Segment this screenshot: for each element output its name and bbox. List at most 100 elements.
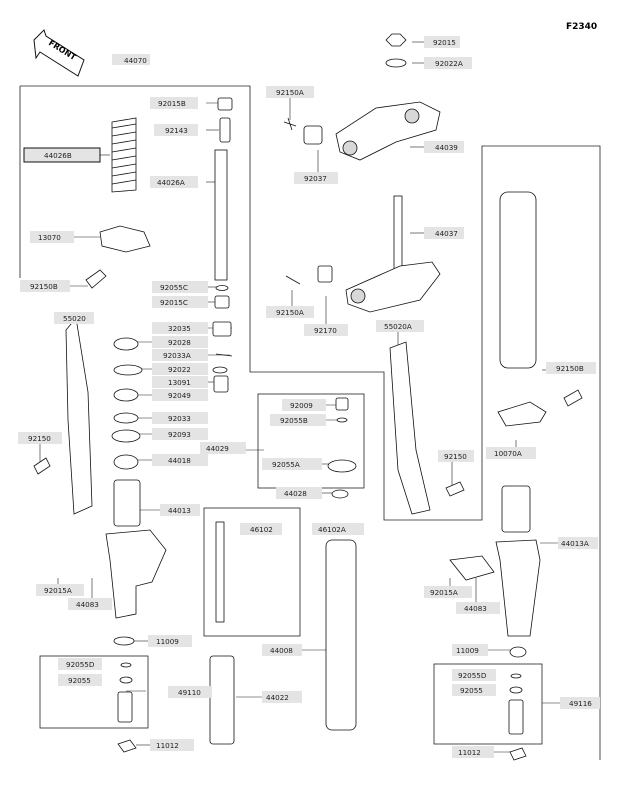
svg-text:49110: 49110: [178, 688, 201, 697]
svg-text:55020: 55020: [63, 314, 86, 323]
label-92022A: 92022A: [424, 57, 472, 69]
label-92055-right: 92055: [452, 684, 496, 696]
label-92055C: 92055C: [152, 281, 208, 293]
svg-text:92150: 92150: [444, 452, 467, 461]
label-44026B: 44026B: [23, 147, 101, 163]
svg-text:11009: 11009: [456, 646, 479, 655]
label-92015B: 92015B: [150, 97, 198, 109]
svg-text:44026B: 44026B: [44, 151, 72, 160]
label-44013A: 44013A: [558, 537, 598, 549]
label-92170: 92170: [304, 324, 348, 336]
svg-text:44029: 44029: [206, 444, 229, 453]
label-92150B-left: 92150B: [20, 280, 70, 292]
label-92055B: 92055B: [270, 414, 326, 426]
label-44083-left: 44083: [68, 598, 112, 610]
svg-text:92055D: 92055D: [66, 660, 95, 669]
svg-text:92015C: 92015C: [160, 298, 188, 307]
svg-text:92055D: 92055D: [458, 671, 487, 680]
svg-text:92055A: 92055A: [272, 460, 300, 469]
svg-text:13091: 13091: [168, 378, 191, 387]
label-44013: 44013: [160, 504, 200, 516]
svg-text:92150A: 92150A: [276, 308, 304, 317]
label-49110: 49110: [168, 686, 212, 698]
label-92015: 92015: [424, 36, 460, 48]
svg-text:11009: 11009: [156, 637, 179, 646]
label-44039: 44039: [424, 141, 464, 153]
label-92037: 92037: [294, 172, 338, 184]
label-92033A: 92033A: [152, 349, 208, 361]
svg-text:44037: 44037: [435, 229, 458, 238]
svg-text:92150B: 92150B: [30, 282, 58, 291]
svg-text:92055: 92055: [460, 686, 483, 695]
svg-text:44039: 44039: [435, 143, 458, 152]
label-92150B-right: 92150B: [546, 362, 596, 374]
svg-text:92150B: 92150B: [556, 364, 584, 373]
svg-text:92033A: 92033A: [163, 351, 191, 360]
label-92150A-top: 92150A: [266, 86, 314, 98]
label-92055A: 92055A: [262, 458, 322, 470]
svg-text:44026A: 44026A: [157, 178, 185, 187]
svg-text:92028: 92028: [168, 338, 191, 347]
label-11012-left: 11012: [150, 739, 194, 751]
label-92033: 92033: [152, 412, 208, 424]
label-92022: 92022: [152, 363, 208, 375]
svg-text:32035: 32035: [168, 324, 191, 333]
label-92028: 92028: [152, 336, 208, 348]
svg-text:44028: 44028: [284, 489, 307, 498]
svg-text:92015A: 92015A: [430, 588, 458, 597]
label-44018: 44018: [152, 454, 208, 466]
svg-text:92033: 92033: [168, 414, 191, 423]
label-11012-right: 11012: [452, 746, 494, 758]
label-55020: 55020: [54, 312, 94, 324]
svg-text:92015A: 92015A: [44, 586, 72, 595]
svg-text:44013: 44013: [168, 506, 191, 515]
label-13070: 13070: [30, 231, 74, 243]
label-92143: 92143: [154, 124, 198, 136]
label-49116: 49116: [560, 697, 600, 709]
label-92150A-mid: 92150A: [266, 306, 314, 318]
label-32035: 32035: [152, 322, 208, 334]
label-46102A: 46102A: [312, 523, 364, 535]
steering-stem-parts: [283, 33, 441, 313]
svg-text:92055: 92055: [68, 676, 91, 685]
left-fork-parts: [33, 97, 233, 753]
svg-text:13070: 13070: [38, 233, 61, 242]
svg-text:92037: 92037: [304, 174, 327, 183]
svg-text:44018: 44018: [168, 456, 191, 465]
label-10070A: 10070A: [486, 447, 536, 459]
svg-text:92055C: 92055C: [160, 283, 188, 292]
svg-text:92150: 92150: [28, 434, 51, 443]
label-92015A-left: 92015A: [36, 584, 84, 596]
svg-text:92022: 92022: [168, 365, 191, 374]
label-92015C: 92015C: [152, 296, 208, 308]
svg-text:11012: 11012: [156, 741, 179, 750]
svg-text:55020A: 55020A: [384, 322, 412, 331]
svg-text:92009: 92009: [290, 401, 313, 410]
svg-text:92093: 92093: [168, 430, 191, 439]
svg-text:46102A: 46102A: [318, 525, 346, 534]
svg-text:44070: 44070: [124, 56, 147, 65]
center-parts: [209, 397, 357, 745]
svg-text:92055B: 92055B: [280, 416, 308, 425]
figure-id: F2340: [566, 22, 598, 32]
assembly-frames: [19, 85, 601, 760]
label-92055-left: 92055: [58, 674, 102, 686]
label-92055D-left: 92055D: [58, 658, 102, 670]
label-44028: 44028: [276, 487, 322, 499]
svg-text:11012: 11012: [458, 748, 481, 757]
label-44037: 44037: [424, 227, 464, 239]
front-arrow: FRONT: [33, 29, 85, 77]
label-92093: 92093: [152, 428, 208, 440]
svg-text:44013A: 44013A: [561, 539, 589, 548]
svg-text:92170: 92170: [314, 326, 337, 335]
svg-text:10070A: 10070A: [494, 449, 522, 458]
label-46102: 46102: [240, 523, 282, 535]
svg-text:44083: 44083: [464, 604, 487, 613]
label-44083-right: 44083: [456, 602, 500, 614]
label-92049: 92049: [152, 389, 208, 401]
label-92015A-right: 92015A: [424, 586, 472, 598]
label-11009-right: 11009: [452, 644, 488, 656]
right-fork-parts: [389, 191, 583, 761]
part-labels: 92015 92022A 44070 92015B 92143 44026B 4…: [18, 36, 600, 758]
